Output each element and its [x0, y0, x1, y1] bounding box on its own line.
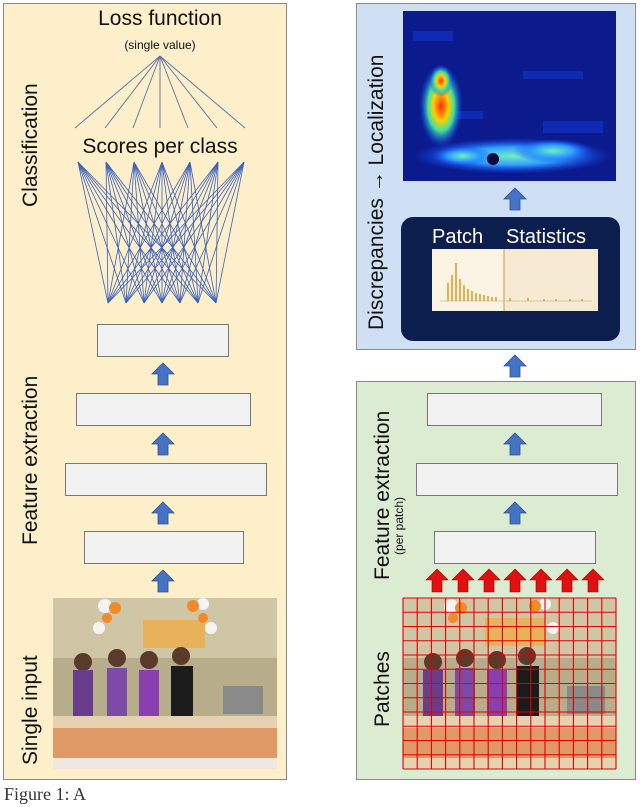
mesh-connection: [105, 161, 145, 304]
up-arrow-icon: [503, 432, 527, 456]
mesh-connection: [77, 161, 145, 304]
mesh-connection: [105, 161, 217, 304]
figure-caption: Figure 1: A: [4, 784, 87, 804]
patches-photo: [402, 597, 617, 770]
mesh-connection: [105, 161, 181, 304]
discrepancies-localization-label: Discrepancies → Localization: [365, 54, 388, 330]
mesh-connection: [105, 161, 199, 304]
mesh-connection: [77, 161, 109, 304]
mesh-connection: [77, 161, 163, 304]
mesh-connection: [107, 161, 191, 304]
mesh-connection: [107, 161, 245, 304]
loss-function-title: Loss function: [98, 7, 222, 30]
up-arrow-icon: [503, 187, 527, 211]
feature-layer-box-wide: [65, 463, 267, 496]
mesh-connection: [161, 161, 181, 304]
fan-line: [104, 55, 161, 129]
mesh-connection: [77, 161, 181, 304]
up-arrow-icon: [503, 354, 527, 378]
per-patch-label: (per patch): [392, 496, 406, 555]
feature-layer-box-top: [97, 324, 229, 357]
single-input-label: Single input: [19, 655, 42, 765]
patch-statistics-title-statistics: Statistics: [506, 226, 587, 248]
mesh-connection: [125, 161, 163, 304]
classification-label: Classification: [19, 83, 42, 207]
patch-statistics-title-patch: Patch: [432, 226, 484, 248]
fan-line: [132, 55, 161, 129]
mesh-connection: [197, 161, 245, 304]
feature-layer-box-bottom: [84, 531, 244, 564]
mesh-connection: [105, 161, 127, 304]
mesh-connection: [143, 161, 163, 304]
single-input-photo: [53, 598, 277, 769]
red-patch-arrows: [425, 568, 605, 593]
mesh-connection: [215, 161, 219, 304]
mesh-connection: [179, 161, 219, 304]
up-arrow-icon: [151, 569, 175, 593]
up-arrow-icon: [151, 432, 175, 456]
mesh-connection: [161, 161, 219, 304]
feature-layer-box-middle: [76, 393, 251, 426]
mesh-connection: [133, 161, 181, 304]
mesh-connection: [143, 161, 245, 304]
patch-feature-box-bottom: [434, 531, 596, 564]
histogram-thumbnail: [432, 249, 598, 311]
mesh-connection: [125, 161, 219, 304]
up-arrow-icon: [151, 501, 175, 525]
localization-heatmap: [403, 11, 616, 181]
mesh-connection: [161, 161, 199, 304]
mesh-connection: [125, 161, 191, 304]
mesh-connection: [179, 161, 245, 304]
patch-feature-box-top: [427, 393, 602, 426]
up-arrow-icon: [503, 501, 527, 525]
scores-per-class-title: Scores per class: [82, 135, 238, 158]
fan-line: [74, 55, 161, 129]
mesh-connection: [197, 161, 219, 304]
mesh-connection: [143, 161, 219, 304]
mesh-connection: [215, 161, 245, 304]
fan-line: [159, 55, 246, 129]
mesh-connection: [143, 161, 191, 304]
fan-line: [159, 55, 189, 129]
mesh-connection: [125, 161, 245, 304]
patches-label: Patches: [371, 651, 394, 727]
loss-function-subtitle: (single value): [124, 38, 196, 52]
mesh-connection: [125, 161, 135, 304]
mesh-connection: [161, 161, 217, 304]
mesh-connection: [107, 161, 135, 304]
mesh-connection: [105, 161, 163, 304]
mesh-connection: [133, 161, 199, 304]
mesh-connection: [107, 161, 163, 304]
fan-line: [159, 55, 218, 129]
mesh-connection: [133, 161, 145, 304]
mesh-connection: [133, 161, 217, 304]
mesh-connection: [105, 161, 109, 304]
up-arrow-icon: [151, 362, 175, 386]
mesh-connection: [107, 161, 219, 304]
mesh-connection: [161, 161, 245, 304]
mesh-connection: [77, 161, 217, 304]
mesh-connection: [77, 161, 127, 304]
patch-feature-box-wide: [416, 463, 618, 496]
feature-extraction-label: Feature extraction: [19, 375, 42, 545]
mesh-connection: [133, 161, 163, 304]
mesh-connection: [77, 161, 199, 304]
